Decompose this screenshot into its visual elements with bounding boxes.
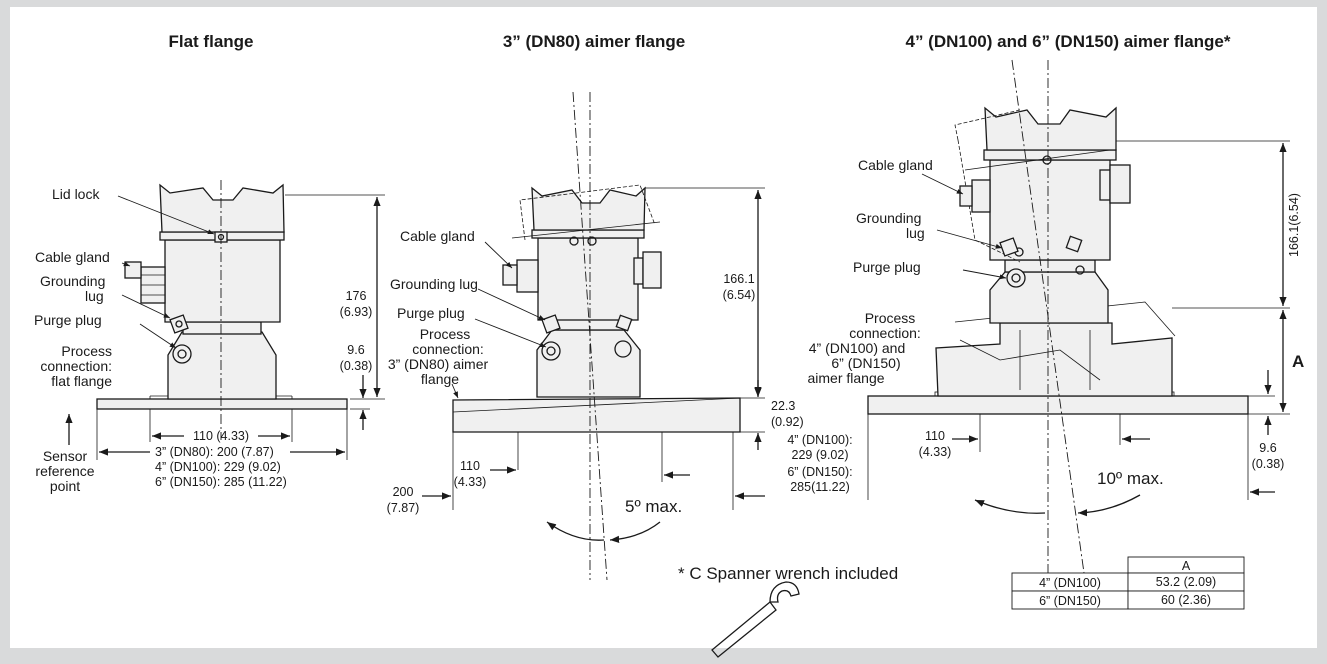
dn100-dim-small-1: 9.6 [1259,441,1276,455]
dimension-a-table: A 4” (DN100) 53.2 (2.09) 6” (DN150) 60 (… [1011,556,1245,610]
flat-lid [159,183,285,233]
dn100-dim-a: A [1292,352,1304,371]
flat-label-sensor-3: point [50,478,80,494]
flat-dim-height-2: (6.93) [340,305,373,319]
dn100-label-process-1: Process [865,310,916,326]
title-dn80-flange: 3” (DN80) aimer flange [503,32,685,51]
table-row-2-size: 6” (DN150) [1039,594,1101,608]
dn100-dim-dn150-2: 285(11.22) [790,480,850,494]
dn80-dim-height-1: 166.1 [723,272,754,286]
dn80-label-process-4: flange [421,371,459,387]
dn100-dim-dn150-1: 6” (DN150): [787,465,852,479]
dn80-label-process-2: connection: [412,341,484,357]
dn80-dim-200-2: (7.87) [387,501,420,515]
flat-label-lid-lock: Lid lock [52,186,100,202]
dn80-angle: 5º max. [625,497,682,516]
flat-label-purge-plug: Purge plug [34,312,102,328]
flat-label-sensor-2: reference [35,463,94,479]
dn80-label-cable-gland: Cable gland [400,228,475,244]
dn80-dim-200-1: 200 [393,485,414,499]
flat-label-sensor-1: Sensor [43,448,88,464]
table-row-1-size: 4” (DN100) [1039,576,1101,590]
dn100-dim-dn100-1: 4” (DN100): [787,433,852,447]
dn100-label-process-2: connection: [849,325,921,341]
dn100-label-cable-gland: Cable gland [858,157,933,173]
flat-flange-drawing: Lid lock Cable gland Grounding lug Purge… [34,180,385,494]
dn100-lid [984,106,1117,151]
dn100-label-grounding-1: Grounding [856,210,921,226]
dn100-label-purge-plug: Purge plug [853,259,921,275]
dn80-dim-110-2: (4.33) [454,475,487,489]
flat-flange-plate [96,398,348,410]
title-flat-flange: Flat flange [168,32,253,51]
dn80-label-purge-plug: Purge plug [397,305,465,321]
flat-label-process-1: Process [61,343,112,359]
dn100-flange-drawing: Cable gland Grounding lug Purge plug Pro… [787,59,1304,581]
dn100-dim-height: 166.1(6.54) [1287,193,1301,257]
dn80-flange-plate [452,397,741,433]
dn100-label-process-3: 4” (DN100) and [809,340,906,356]
table-row-1-value: 53.2 (2.09) [1156,575,1216,589]
flat-label-cable-gland: Cable gland [35,249,110,265]
flat-dim-110: 110 (4.33) [193,429,249,443]
dn80-dim-flange-1: 22.3 [771,399,795,413]
dn100-angle: 10º max. [1097,469,1164,488]
dn100-label-process-5: aimer flange [807,370,884,386]
dn80-dim-flange-2: (0.92) [771,415,804,429]
dn80-label-process-1: Process [420,326,471,342]
flat-dim-height-1: 176 [346,289,367,303]
flat-label-grounding-2: lug [85,288,104,304]
flat-dim-dn80: 3” (DN80): 200 (7.87) [155,445,274,459]
dn100-label-process-4: 6” (DN150) [831,355,900,371]
dn100-label-grounding-2: lug [906,225,925,241]
table-header-a: A [1182,559,1191,573]
dn100-flange-plate [867,395,1249,415]
dn80-dim-110-1: 110 [460,459,480,473]
dn80-label-process-3: 3” (DN80) aimer [388,356,489,372]
dn100-dim-dn100-2: 229 (9.02) [792,448,849,462]
spanner-note: * C Spanner wrench included [678,564,898,583]
dn80-flange-drawing: Cable gland Grounding lug Purge plug Pro… [387,91,804,581]
flat-housing [164,239,281,323]
flat-dim-dn150: 6” (DN150): 285 (11.22) [155,475,287,489]
dn100-dim-110-1: 110 [925,429,945,443]
flat-dim-small-2: (0.38) [340,359,373,373]
flat-label-process-3: flat flange [51,373,112,389]
dn80-dim-height-2: (6.54) [723,288,756,302]
dn100-dim-small-2: (0.38) [1252,457,1285,471]
spanner-wrench-icon [711,581,800,658]
table-row-2-value: 60 (2.36) [1161,593,1211,607]
flat-label-grounding-1: Grounding [40,273,105,289]
dn80-label-grounding: Grounding lug [390,276,478,292]
flat-dim-small-1: 9.6 [347,343,364,357]
flat-dim-dn100: 4” (DN100): 229 (9.02) [155,460,281,474]
title-dn100-flange: 4” (DN100) and 6” (DN150) aimer flange* [906,32,1231,51]
dn100-dim-110-2: (4.33) [919,445,952,459]
dn80-lid [531,186,646,231]
flat-label-process-2: connection: [40,358,112,374]
